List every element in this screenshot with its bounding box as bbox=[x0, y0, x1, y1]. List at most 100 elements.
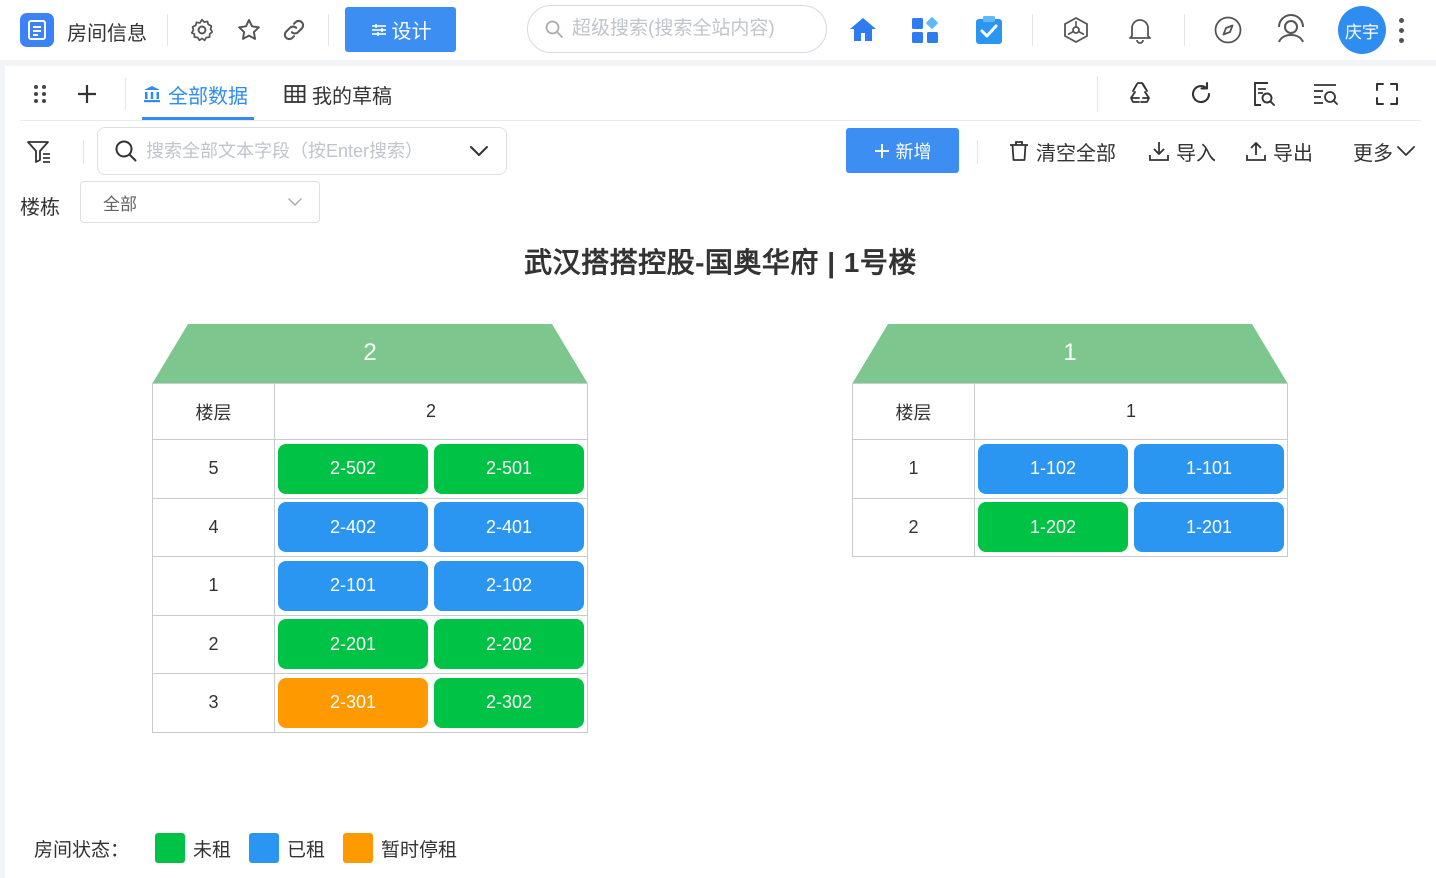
recycle-bin-button[interactable] bbox=[1123, 77, 1157, 111]
legend-item-suspended: 暂时停租 bbox=[343, 833, 457, 863]
floor-number: 2 bbox=[152, 614, 275, 674]
compass-icon bbox=[1214, 16, 1242, 44]
unit-roof: 1 bbox=[852, 324, 1288, 384]
export-button[interactable]: 导出 bbox=[1245, 136, 1313, 166]
dot-icon bbox=[1398, 27, 1404, 33]
tab-bar: 全部数据 我的草稿 bbox=[20, 66, 1421, 121]
legend-swatch bbox=[155, 833, 186, 863]
drag-handle-button[interactable] bbox=[30, 77, 50, 111]
more-menu-button[interactable] bbox=[1392, 14, 1410, 46]
tasks-button[interactable] bbox=[971, 12, 1007, 48]
dot-icon bbox=[1398, 17, 1404, 23]
settings-button[interactable] bbox=[186, 14, 218, 46]
room-tile[interactable]: 2-302 bbox=[434, 677, 584, 728]
tab-all-data[interactable]: 全部数据 bbox=[142, 77, 248, 111]
favorite-button[interactable] bbox=[233, 14, 265, 46]
building-select-value: 全部 bbox=[103, 194, 137, 214]
trash-icon bbox=[1010, 141, 1028, 161]
export-label: 导出 bbox=[1273, 142, 1313, 165]
chevron-down-icon[interactable] bbox=[468, 140, 490, 162]
room-tile[interactable]: 2-402 bbox=[278, 502, 428, 553]
grip-icon bbox=[34, 85, 46, 103]
avatar[interactable]: 庆宇 bbox=[1338, 6, 1386, 54]
room-tile[interactable]: 2-502 bbox=[278, 443, 428, 494]
legend-swatch bbox=[343, 833, 374, 863]
fullscreen-button[interactable] bbox=[1370, 77, 1404, 111]
add-view-button[interactable] bbox=[75, 77, 99, 111]
legend-label: 已租 bbox=[287, 839, 326, 861]
more-actions-button[interactable]: 更多 bbox=[1353, 136, 1417, 166]
share-link-button[interactable] bbox=[278, 14, 310, 46]
room-tile[interactable]: 1-102 bbox=[978, 443, 1128, 494]
floor-number: 1 bbox=[852, 439, 975, 499]
bank-icon bbox=[144, 86, 160, 103]
global-search[interactable] bbox=[527, 5, 827, 53]
explore-button[interactable] bbox=[1212, 14, 1244, 46]
room-tile[interactable]: 2-101 bbox=[278, 560, 428, 611]
roof-shape bbox=[852, 324, 1288, 384]
record-search-input[interactable] bbox=[146, 140, 456, 162]
tab-my-drafts[interactable]: 我的草稿 bbox=[284, 77, 392, 111]
plus-icon bbox=[78, 85, 96, 103]
room-tile[interactable]: 1-201 bbox=[1134, 502, 1284, 553]
roof-shape bbox=[152, 324, 588, 384]
legend-label: 未租 bbox=[193, 839, 232, 861]
notifications-button[interactable] bbox=[1124, 14, 1156, 46]
room-tile[interactable]: 2-501 bbox=[434, 443, 584, 494]
room-tile[interactable]: 2-301 bbox=[278, 677, 428, 728]
filter-button[interactable] bbox=[25, 138, 53, 166]
room-tile[interactable]: 2-202 bbox=[434, 619, 584, 670]
record-search-button[interactable] bbox=[1246, 77, 1280, 111]
room-tile[interactable]: 2-401 bbox=[434, 502, 584, 553]
fullscreen-icon bbox=[1376, 83, 1398, 105]
apps-button[interactable] bbox=[907, 12, 943, 48]
room-tile[interactable]: 1-101 bbox=[1134, 443, 1284, 494]
filter-icon bbox=[27, 141, 50, 163]
building-select[interactable]: 全部 bbox=[80, 181, 320, 223]
floor-number: 4 bbox=[152, 497, 275, 557]
divider bbox=[328, 14, 329, 46]
profile-button[interactable] bbox=[1275, 14, 1307, 46]
chevron-down-icon bbox=[1397, 146, 1415, 156]
divider bbox=[977, 140, 978, 164]
upload-icon bbox=[1246, 142, 1266, 161]
chevron-down-icon bbox=[288, 198, 302, 206]
document-icon bbox=[20, 13, 54, 47]
search-icon bbox=[115, 140, 137, 162]
import-button[interactable]: 导入 bbox=[1148, 136, 1216, 166]
floor-header: 楼层 bbox=[852, 383, 975, 440]
clear-all-button[interactable]: 清空全部 bbox=[1008, 136, 1116, 166]
room-tile[interactable]: 2-102 bbox=[434, 560, 584, 611]
room-tile[interactable]: 2-201 bbox=[278, 619, 428, 670]
refresh-button[interactable] bbox=[1184, 77, 1218, 111]
design-button[interactable]: 设计 bbox=[345, 7, 456, 52]
recycle-icon bbox=[1130, 82, 1150, 103]
global-search-input[interactable] bbox=[572, 18, 817, 40]
plugin-button[interactable] bbox=[1060, 14, 1092, 46]
hexagon-icon bbox=[1064, 16, 1088, 44]
record-search[interactable] bbox=[97, 127, 507, 175]
legend-label: 暂时停租 bbox=[381, 839, 458, 861]
add-record-button[interactable]: 新增 bbox=[846, 128, 959, 173]
roof-polygon bbox=[152, 324, 588, 384]
room-tile[interactable]: 1-202 bbox=[978, 502, 1128, 553]
home-icon bbox=[850, 18, 876, 41]
divider bbox=[125, 78, 126, 110]
home-button[interactable] bbox=[845, 12, 881, 48]
document-search-icon bbox=[1254, 82, 1275, 106]
view-filter-button[interactable] bbox=[1308, 77, 1342, 111]
legend-item-vacant: 未租 bbox=[155, 833, 231, 863]
